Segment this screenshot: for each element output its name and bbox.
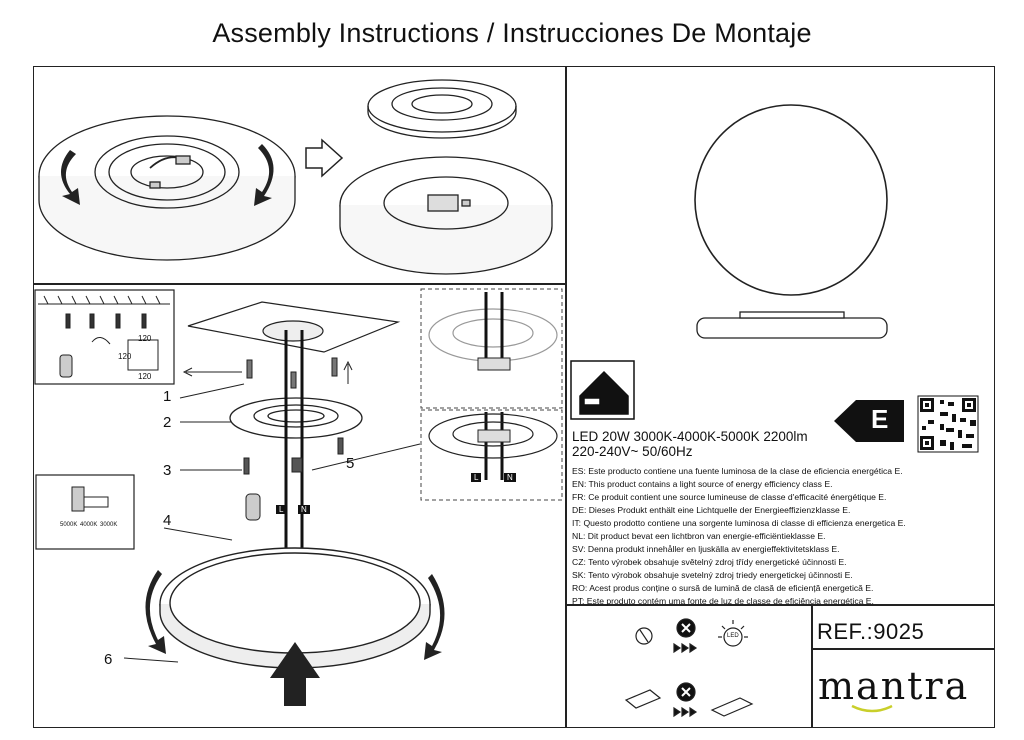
statement-es: ES: Este producto contiene una fuente lu…	[572, 466, 903, 476]
neutral-wire-label: N	[298, 505, 310, 514]
statement-fr: FR: Ce produit contient une source lumin…	[572, 492, 887, 502]
page-title: Assembly Instructions / Instrucciones De…	[212, 18, 812, 48]
statement-ro: RO: Acest produs conține o sursă de lumi…	[572, 583, 874, 593]
statement-pt: PT: Este produto contém uma fonte de luz…	[572, 596, 874, 606]
rotate-arrow-left-icon	[61, 150, 80, 205]
callout-5: 5	[346, 455, 355, 472]
wiring-panel-top	[420, 288, 563, 409]
energy-class-badge	[834, 400, 904, 442]
cct-switch-inset	[35, 474, 135, 550]
instruction-frame	[33, 66, 995, 728]
lamp-front-view	[694, 104, 888, 296]
next-step-arrow-icon	[305, 138, 344, 178]
cct-label-3000k: 3000K	[100, 522, 118, 528]
screws	[243, 437, 344, 475]
led-bulb-icon	[718, 620, 748, 647]
lamp-bottom	[159, 547, 431, 669]
brand-smile	[851, 704, 893, 713]
cct-label-4000k: 4000K	[80, 522, 98, 528]
wall-plugs	[246, 357, 338, 389]
cct-label-5000k: 5000K	[60, 522, 78, 528]
ref-bottom-line	[811, 648, 995, 650]
lamp-body	[339, 156, 553, 275]
wiring-panel-bottom	[420, 409, 563, 501]
statement-cz: CZ: Tento výrobek obsahuje světelný zdro…	[572, 557, 847, 567]
ref-divider	[811, 604, 813, 728]
qr-code	[917, 395, 979, 453]
ceiling-spacing-inset	[34, 289, 175, 385]
rotate-arrow-bottom-left-icon	[145, 570, 166, 654]
spacing-label-left: 120	[118, 352, 132, 361]
rotate-arrow-right-icon	[254, 144, 274, 206]
energy-class-letter: E	[871, 404, 889, 434]
terminal-block-2	[477, 429, 511, 443]
spacing-label-bottom: 120	[138, 372, 152, 381]
brand-logo: mantra	[818, 664, 970, 708]
base-ring	[367, 79, 517, 139]
callout-3: 3	[163, 462, 172, 479]
live-wire-label: L	[276, 505, 287, 514]
statement-sk: SK: Tento výrobok obsahuje svetelný zdro…	[572, 570, 853, 580]
statement-sv: SV: Denna produkt innehåller en ljuskäll…	[572, 544, 840, 554]
terminal-block	[477, 357, 511, 371]
statement-en: EN: This product contains a light source…	[572, 479, 833, 489]
neutral-wire-label-inset: N	[504, 473, 516, 482]
product-reference: REF.:9025	[817, 619, 925, 644]
callout-4: 4	[163, 512, 172, 529]
large-disc	[38, 115, 296, 261]
statement-nl: NL: Dit product bevat een lichtbron van …	[572, 531, 826, 541]
statement-de: DE: Dieses Produkt enthält eine Lichtque…	[572, 505, 851, 515]
callout-1: 1	[163, 388, 172, 405]
led-icon-label: LED	[727, 633, 739, 639]
product-spec-power: LED 20W 3000K-4000K-5000K 2200lm	[572, 429, 808, 444]
lamp-side-view	[696, 311, 888, 339]
no-driver-replace-icon	[624, 682, 754, 718]
statement-it: IT: Questo prodotto contiene una sorgent…	[572, 518, 906, 528]
info-divider	[565, 604, 995, 606]
connector-block	[245, 493, 261, 521]
no-dimmer-icon	[635, 618, 698, 654]
push-up-arrow-icon	[270, 642, 320, 706]
column-divider	[565, 66, 567, 728]
ceiling-plate	[187, 301, 401, 353]
live-wire-label-inset: L	[471, 473, 482, 482]
row-divider	[33, 283, 565, 285]
mounting-bracket	[229, 397, 363, 439]
callout-6: 6	[104, 651, 113, 668]
rotate-arrow-bottom-right-icon	[424, 574, 445, 660]
spacing-label-top: 120	[138, 334, 152, 343]
product-spec-voltage: 220-240V~ 50/60Hz	[572, 444, 693, 459]
indoor-use-icon	[570, 360, 635, 420]
callout-2: 2	[163, 414, 172, 431]
